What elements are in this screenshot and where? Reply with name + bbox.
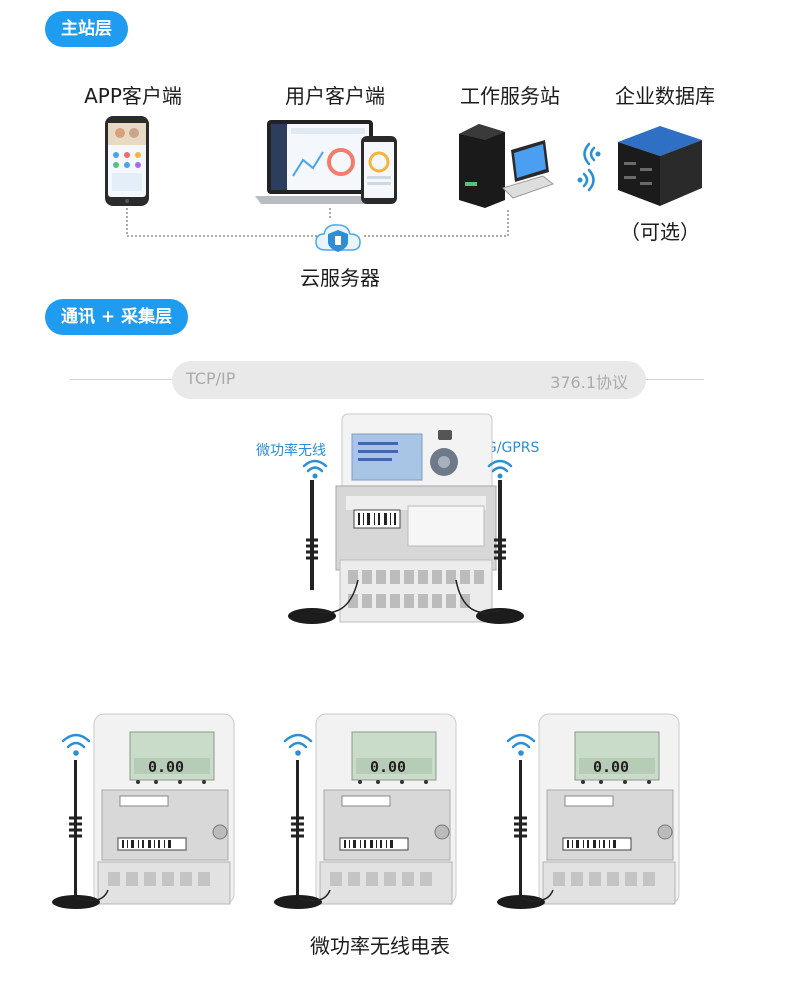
wifi-icon bbox=[61, 733, 91, 756]
cloud-connector-lines bbox=[126, 208, 509, 237]
smartphone-icon bbox=[105, 116, 149, 206]
optional-label: （可选） bbox=[620, 220, 700, 244]
protocol-bar bbox=[172, 361, 646, 399]
smart-meter-device bbox=[274, 713, 457, 909]
cloud-server-icon bbox=[315, 224, 361, 252]
workstation-icon bbox=[459, 124, 555, 208]
comm-layer-badge: 通讯 + 采集层 bbox=[45, 299, 189, 335]
meter-display-reading: 0.00 bbox=[147, 758, 185, 776]
smart-meter-device bbox=[497, 713, 680, 909]
wifi-icon bbox=[506, 733, 536, 756]
concentrator-device bbox=[288, 413, 524, 624]
protocol-3761: 376.1协议 bbox=[550, 373, 628, 392]
user-client-label: 用户客户端 bbox=[285, 84, 385, 108]
workstation-label: 工作服务站 bbox=[460, 84, 560, 108]
wifi-signal-icon bbox=[577, 142, 601, 192]
protocol-line-right bbox=[646, 379, 704, 380]
meter-display-reading: 0.00 bbox=[369, 758, 407, 776]
master-layer-badge: 主站层 bbox=[45, 11, 128, 47]
cloud-server-label: 云服务器 bbox=[300, 266, 380, 290]
smart-meter-device bbox=[52, 713, 235, 909]
wifi-icon bbox=[302, 459, 328, 479]
database-icon bbox=[618, 126, 702, 206]
wifi-icon bbox=[487, 459, 513, 479]
protocol-tcpip: TCP/IP bbox=[186, 369, 236, 388]
4g-gprs-label: 4G/GPRS bbox=[477, 440, 540, 456]
wifi-icon bbox=[283, 733, 313, 756]
meter-display-reading: 0.00 bbox=[592, 758, 630, 776]
app-client-label: APP客户端 bbox=[84, 84, 182, 108]
protocol-line-left bbox=[70, 379, 174, 380]
meters-caption: 微功率无线电表 bbox=[310, 934, 450, 958]
database-label: 企业数据库 bbox=[615, 84, 715, 108]
laptop-icon bbox=[255, 120, 397, 204]
micropower-wireless-label: 微功率无线 bbox=[256, 443, 326, 459]
